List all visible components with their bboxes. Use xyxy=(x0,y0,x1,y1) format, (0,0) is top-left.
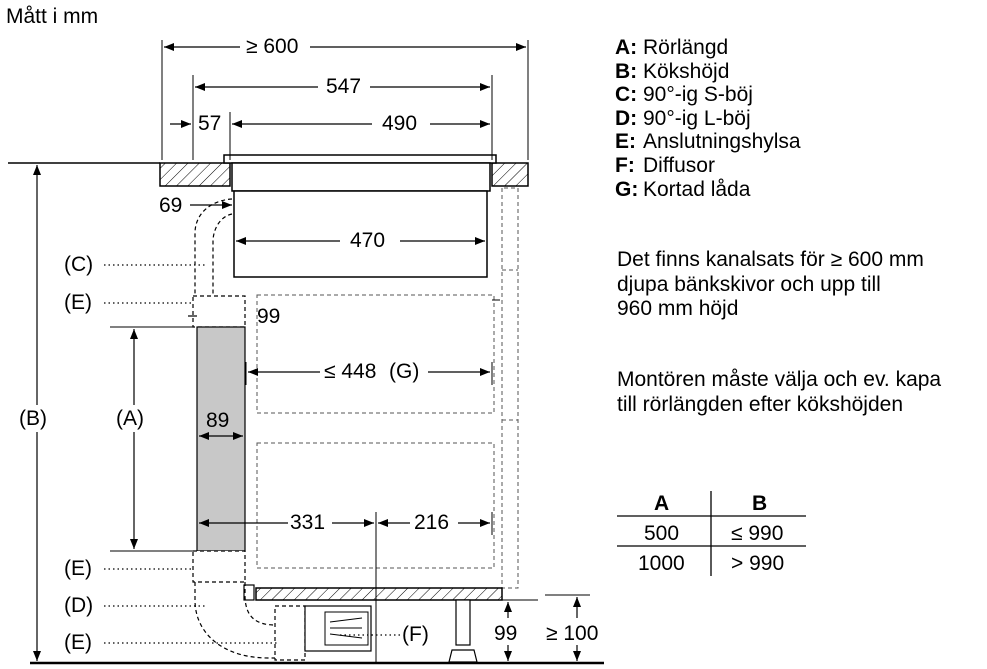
legend-item: D:90°-ig L-böj xyxy=(615,107,801,131)
table-header-b: B xyxy=(752,492,768,515)
note-line: djupa bänkskivor och upp till xyxy=(617,272,881,296)
dim-label-448: ≤ 448 xyxy=(324,360,377,383)
legend-key: E: xyxy=(615,130,636,154)
legend-item: A:Rörlängd xyxy=(615,36,801,60)
legend: A:Rörlängd B:Kökshöjd C:90°-ig S-böj D:9… xyxy=(615,36,801,201)
table-cell: > 990 xyxy=(731,552,785,575)
dimension-lines xyxy=(33,43,581,661)
callout-c: (C) xyxy=(64,253,94,276)
cooktop xyxy=(223,154,497,278)
adjustable-foot xyxy=(448,599,478,663)
note-installer: Montören måste välja och ev. kapa till r… xyxy=(617,368,941,417)
legend-item: E: Anslutningshylsa xyxy=(615,130,801,154)
legend-key: B: xyxy=(615,59,638,83)
legend-item: C:90°-ig S-böj xyxy=(615,83,801,107)
dim-label-448-ref: (G) xyxy=(389,360,420,383)
note-line: 960 mm höjd xyxy=(617,297,739,320)
note-line: Montören måste välja och ev. kapa xyxy=(617,368,942,391)
dim-label-99-bottom: 99 xyxy=(494,622,518,645)
dim-label-69: 69 xyxy=(159,194,183,217)
legend-label: Kökshöjd xyxy=(643,59,730,83)
legend-key: D: xyxy=(615,106,638,130)
legend-label: 90°-ig L-böj xyxy=(643,106,751,130)
callout-e-top: (E) xyxy=(64,291,92,314)
page-title: Mått i mm xyxy=(6,5,99,28)
note-line: Det finns kanalsats för ≥ 600 mm xyxy=(617,248,924,271)
legend-label: 90°-ig S-böj xyxy=(643,83,753,107)
plinth xyxy=(30,584,604,665)
dim-label-216: 216 xyxy=(414,511,450,534)
note-kit: Det finns kanalsats för ≥ 600 mm djupa b… xyxy=(617,248,924,322)
dim-label-89: 89 xyxy=(206,409,230,432)
legend-item: B:Kökshöjd xyxy=(615,60,801,84)
legend-label: Anslutningshylsa xyxy=(643,130,801,154)
diffuser xyxy=(304,605,372,652)
extension-lines xyxy=(15,40,590,662)
legend-label: Kortad låda xyxy=(643,177,751,201)
leader-lines xyxy=(104,264,400,644)
legend-key: G: xyxy=(615,177,639,201)
callout-f: (F) xyxy=(402,623,429,646)
legend-key: C: xyxy=(615,83,638,107)
dim-label-331: 331 xyxy=(290,511,326,534)
callout-a: (A) xyxy=(116,407,144,430)
note-line: till rörlängden efter kökshöjden xyxy=(617,392,904,416)
dim-label-99-top: 99 xyxy=(257,305,281,328)
dim-label-57: 57 xyxy=(198,112,222,135)
dim-label-470: 470 xyxy=(350,229,386,252)
table-cell: 500 xyxy=(644,522,680,545)
dim-label-490: 490 xyxy=(382,112,418,135)
cabinet-outline xyxy=(256,187,519,589)
callout-b: (B) xyxy=(19,407,47,430)
table-cell: 1000 xyxy=(638,552,685,575)
dim-label-600: ≥ 600 xyxy=(246,35,299,58)
callout-d: (D) xyxy=(64,594,94,617)
legend-item: G:Kortad låda xyxy=(615,178,801,202)
countertop xyxy=(8,162,529,187)
callout-e-middle: (E) xyxy=(64,557,92,580)
legend-label: Diffusor xyxy=(643,153,715,177)
legend-key: F: xyxy=(615,153,635,177)
legend-label: Rörlängd xyxy=(643,36,729,59)
dim-label-100: ≥ 100 xyxy=(546,622,599,645)
table-header-a: A xyxy=(654,492,670,515)
callout-e-bottom: (E) xyxy=(64,631,92,654)
legend-key: A: xyxy=(615,36,638,59)
dim-label-547: 547 xyxy=(326,75,362,98)
table-cell: ≤ 990 xyxy=(731,522,784,545)
legend-item: F: Diffusor xyxy=(615,154,801,178)
